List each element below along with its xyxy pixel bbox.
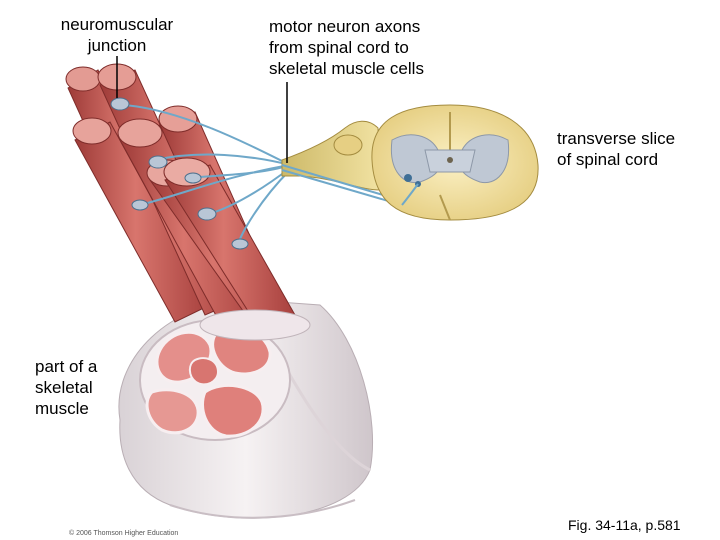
label-line: skeletal muscle cells — [269, 59, 424, 78]
neuromuscular-junctions — [110, 97, 249, 250]
label-neuromuscular-junction: neuromuscular junction — [42, 14, 192, 56]
label-transverse-slice: transverse slice of spinal cord — [557, 128, 675, 170]
label-skeletal-muscle: part of a skeletal muscle — [35, 356, 97, 419]
leader-lines — [116, 56, 288, 163]
label-motor-neuron-axons: motor neuron axons from spinal cord to s… — [269, 16, 424, 79]
label-line: junction — [87, 36, 147, 55]
label-line: part of a — [35, 357, 98, 376]
label-line: motor neuron axons — [269, 17, 421, 36]
label-line: transverse slice — [557, 129, 676, 148]
copyright-notice: © 2006 Thomson Higher Education — [69, 530, 179, 537]
spinal-cord-slice — [371, 104, 539, 221]
figure-caption: Fig. 34-11a, p.581 — [568, 517, 681, 533]
muscle-fibers — [65, 63, 311, 341]
label-line: of spinal cord — [557, 150, 659, 169]
label-line: skeletal — [35, 378, 93, 397]
label-line: neuromuscular — [60, 15, 174, 34]
label-line: from spinal cord to — [269, 38, 409, 57]
label-line: muscle — [35, 399, 89, 418]
spinal-nerve — [281, 120, 403, 206]
